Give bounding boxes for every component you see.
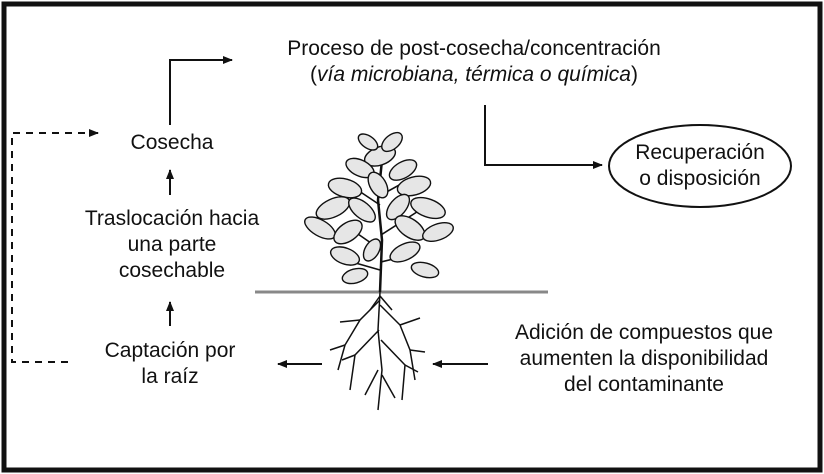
feedback-loop-dashed-arrow [11, 129, 99, 363]
recovery-line2: o disposición [639, 167, 761, 190]
recovery-label: Recuperación o disposición [612, 140, 788, 192]
amendment-line3: del contaminante [564, 373, 724, 396]
translocation-line1: Traslocación hacia [84, 207, 260, 230]
uptake-line2: la raíz [141, 365, 199, 388]
harvest-to-process-arrow [169, 56, 233, 125]
translocation-label: Traslocación hacia una parte cosechable [50, 206, 294, 284]
amendment-line1: Adición de compuestos que [515, 321, 773, 344]
plant-illustration [304, 131, 454, 293]
amendment-line2: aumenten la disponibilidad [519, 347, 769, 370]
translocation-line3: cosechable [118, 259, 226, 282]
harvest-label: Cosecha [130, 131, 214, 154]
recovery-ellipse [608, 124, 792, 208]
process-close-paren: ) [630, 63, 638, 86]
process-subtitle: (vía microbiana, térmica o química) [254, 62, 694, 88]
translocation-line2: una parte [127, 233, 217, 256]
process-methods: vía microbiana, térmica o química [317, 63, 631, 86]
uptake-line1: Captación por [104, 339, 236, 362]
process-open-paren: ( [310, 63, 318, 86]
uptake-label: Captación por la raíz [70, 338, 270, 390]
process-title: Proceso de post-cosecha/concentración [287, 37, 661, 60]
amendment-label: Adición de compuestos que aumenten la di… [494, 320, 794, 398]
recovery-line1: Recuperación [635, 141, 765, 164]
process-label: Proceso de post-cosecha/concentración (v… [254, 36, 694, 88]
process-to-recovery-arrow [484, 105, 603, 169]
root-system [329, 291, 426, 411]
